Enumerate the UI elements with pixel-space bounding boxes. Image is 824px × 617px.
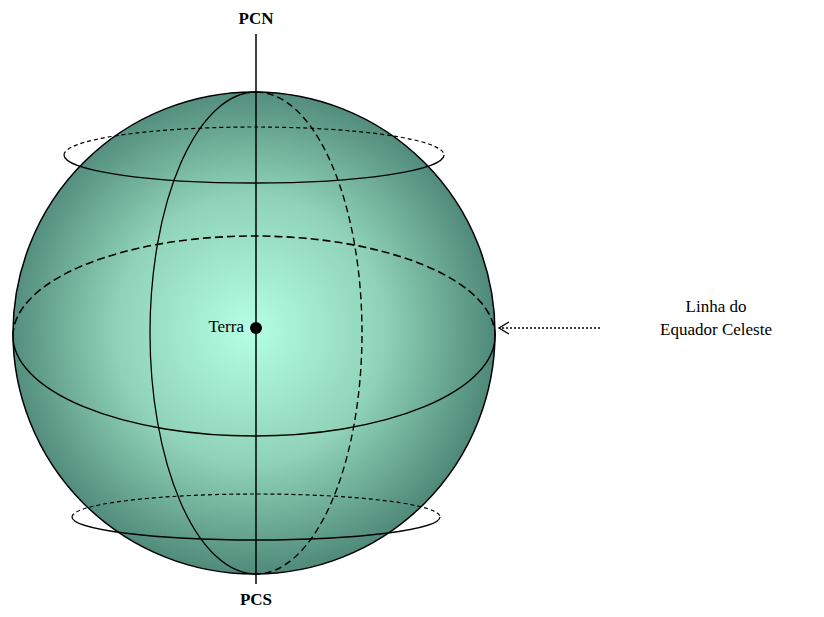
earth-label: Terra (208, 315, 244, 338)
meridian-back (256, 92, 362, 574)
parallel-front (64, 155, 444, 183)
sphere (13, 92, 495, 574)
equator-back (13, 236, 495, 336)
rotation-axis (255, 34, 257, 584)
pole-label: PCS (240, 588, 272, 611)
meridian-front (150, 92, 256, 574)
arrow-head (499, 322, 509, 334)
equator-front (13, 336, 495, 436)
parallel-back (64, 127, 444, 155)
pole-label: PCN (239, 7, 274, 30)
leader-line (500, 327, 600, 328)
earth-dot (250, 322, 262, 334)
callout-label: Linha do Equador Celeste (659, 295, 773, 341)
